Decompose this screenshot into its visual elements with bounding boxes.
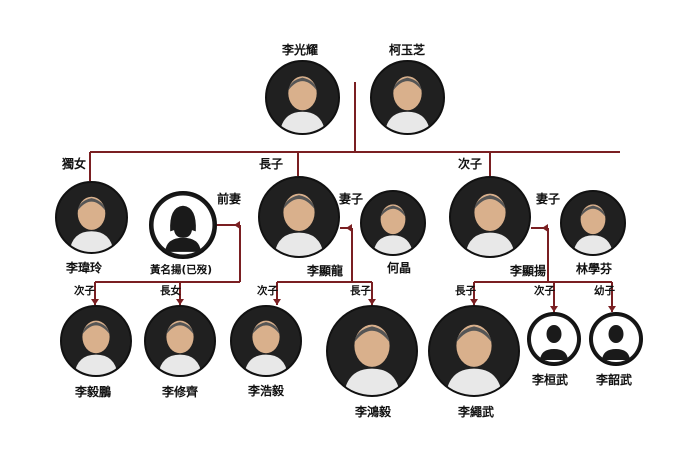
label-ho-ching: 何晶 xyxy=(387,261,412,275)
label-lee-hsien-yang: 李顯揚 xyxy=(510,264,547,278)
label-li-shengwu: 李繩武 xyxy=(458,405,495,419)
portrait-icon xyxy=(232,307,300,375)
label-lee-hsien-loong: 李顯龍 xyxy=(307,264,344,278)
silhouette-li-shaowu xyxy=(589,312,643,366)
portrait-icon xyxy=(57,183,126,252)
role-li-huanwu: 次子 xyxy=(534,285,555,297)
portrait-lee-hsien-yang xyxy=(449,176,531,258)
silhouette-male-icon xyxy=(593,316,639,362)
label-li-yipeng: 李毅鵬 xyxy=(75,385,112,399)
portrait-li-yipeng xyxy=(60,305,132,377)
portrait-li-shengwu xyxy=(428,305,520,397)
portrait-ho-ching xyxy=(360,190,426,256)
label-li-shaowu: 李韶武 xyxy=(596,373,633,387)
role-li-yipeng: 次子 xyxy=(74,285,95,297)
portrait-icon xyxy=(430,307,518,395)
silhouette-li-huanwu xyxy=(527,312,581,366)
role-lee-hsien-yang: 次子 xyxy=(458,157,483,171)
portrait-lee-hsien-loong xyxy=(258,176,340,258)
label-wong-ming-yang: 黃名揚(已歿) xyxy=(150,264,213,276)
portrait-icon xyxy=(562,192,624,254)
arrowhead-icon xyxy=(91,299,99,305)
portrait-li-xiuqi xyxy=(144,305,216,377)
role-li-haoyi: 次子 xyxy=(257,285,278,297)
label-lim-suet-fern: 林學芬 xyxy=(576,262,613,276)
portrait-lee-kuan-yew xyxy=(265,60,340,135)
silhouette-wong-ming-yang xyxy=(149,191,217,259)
role-lee-hsien-loong: 長子 xyxy=(259,157,284,171)
arrowhead-icon xyxy=(542,224,548,232)
label-kwa-geok-choo: 柯玉芝 xyxy=(389,43,426,57)
role-lee-wei-ling: 獨女 xyxy=(62,157,87,171)
arrowhead-icon xyxy=(608,306,616,312)
portrait-li-haoyi xyxy=(230,305,302,377)
arrowhead-icon xyxy=(470,299,478,305)
portrait-icon xyxy=(451,178,529,256)
silhouette-male-icon xyxy=(531,316,577,362)
portrait-lim-suet-fern xyxy=(560,190,626,256)
portrait-li-hongyi xyxy=(326,305,418,397)
portrait-kwa-geok-choo xyxy=(370,60,445,135)
arrowhead-icon xyxy=(234,221,240,229)
portrait-icon xyxy=(328,307,416,395)
portrait-lee-wei-ling xyxy=(55,181,128,254)
label-li-huanwu: 李桓武 xyxy=(532,373,569,387)
label-li-xiuqi: 李修齊 xyxy=(162,385,199,399)
arrowhead-icon xyxy=(273,299,281,305)
role-wong-ming-yang: 前妻 xyxy=(217,192,242,206)
arrowhead-icon xyxy=(346,224,352,232)
label-li-hongyi: 李鴻毅 xyxy=(355,405,392,419)
role-lim-suet-fern: 妻子 xyxy=(536,192,561,206)
role-li-hongyi: 長子 xyxy=(350,285,371,297)
label-li-haoyi: 李浩毅 xyxy=(248,384,285,398)
portrait-icon xyxy=(260,178,338,256)
role-ho-ching: 妻子 xyxy=(339,192,364,206)
portrait-icon xyxy=(362,192,424,254)
arrowhead-icon xyxy=(176,299,184,305)
role-li-shaowu: 幼子 xyxy=(594,285,615,297)
label-lee-kuan-yew: 李光耀 xyxy=(282,43,319,57)
portrait-icon xyxy=(372,62,443,133)
role-li-xiuqi: 長女 xyxy=(160,285,181,297)
portrait-icon xyxy=(146,307,214,375)
label-lee-wei-ling: 李瑋玲 xyxy=(66,261,103,275)
arrowhead-icon xyxy=(550,306,558,312)
arrowhead-icon xyxy=(368,299,376,305)
role-li-shengwu: 長子 xyxy=(455,285,476,297)
portrait-icon xyxy=(267,62,338,133)
silhouette-female-icon xyxy=(153,195,213,255)
portrait-icon xyxy=(62,307,130,375)
